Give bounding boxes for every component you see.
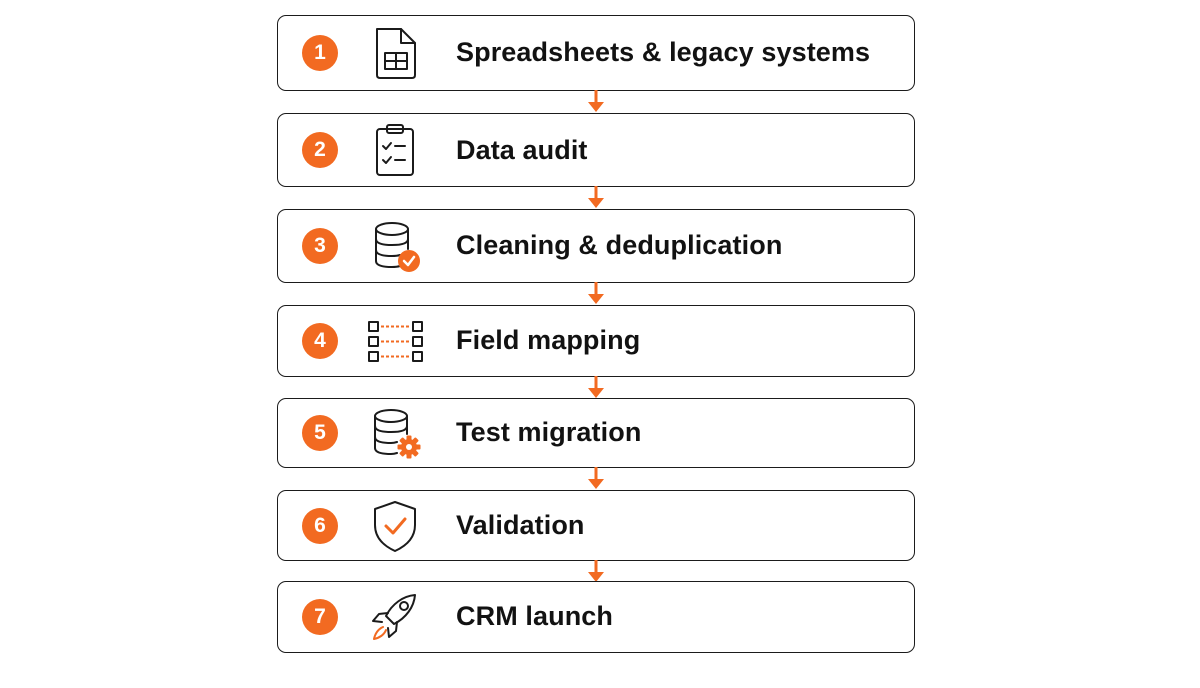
step-number-badge: 4: [302, 323, 338, 359]
step-label: Test migration: [456, 417, 642, 447]
step-number-badge: 7: [302, 599, 338, 635]
step-label: Validation: [456, 510, 585, 540]
step-5: 5: [277, 398, 915, 468]
flow-arrow: [586, 560, 606, 584]
database-gear-icon: [367, 405, 423, 461]
database-check-icon: [367, 218, 423, 274]
shield-check-icon: [367, 498, 423, 554]
rocket-icon: [367, 589, 423, 645]
step-number-badge: 5: [302, 415, 338, 451]
step-label: CRM launch: [456, 601, 614, 631]
step-label: Field mapping: [456, 325, 641, 355]
flow-arrow: [586, 186, 606, 210]
flow-arrow: [586, 90, 606, 114]
spreadsheet-file-icon: [367, 25, 423, 81]
step-number-badge: 2: [302, 132, 338, 168]
step-number-badge: 6: [302, 508, 338, 544]
step-number-badge: 3: [302, 228, 338, 264]
flow-arrow: [586, 282, 606, 306]
step-4: 4 Field mapping: [277, 305, 915, 377]
step-number-badge: 1: [302, 35, 338, 71]
step-1: 1 Spreadsheets & legacy systems: [277, 15, 915, 91]
flow-arrow: [586, 467, 606, 491]
field-mapping-icon: [367, 313, 423, 369]
step-label: Spreadsheets & legacy systems: [456, 37, 871, 67]
step-7: 7 CRM launch: [277, 581, 915, 653]
step-label: Cleaning & deduplication: [456, 230, 783, 260]
clipboard-checklist-icon: [367, 122, 423, 178]
step-2: 2 Data audit: [277, 113, 915, 187]
step-3: 3 Cleaning & deduplication: [277, 209, 915, 283]
flow-arrow: [586, 376, 606, 400]
step-label: Data audit: [456, 135, 588, 165]
step-6: 6 Validation: [277, 490, 915, 561]
